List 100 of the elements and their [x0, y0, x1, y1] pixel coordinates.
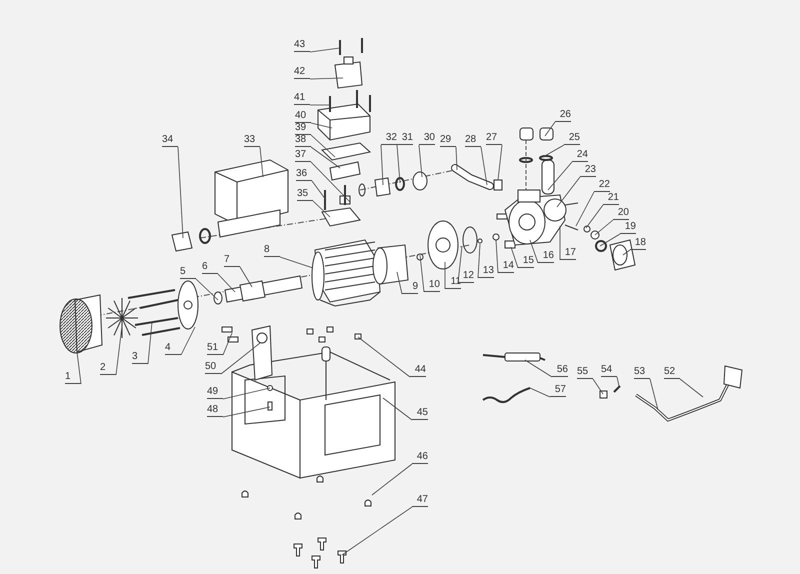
callout-number: 3	[132, 350, 148, 364]
callout-number: 34	[162, 133, 178, 147]
leader-line	[310, 78, 344, 80]
callout-number: 14	[498, 259, 514, 273]
leader-line	[444, 262, 446, 290]
callout-number: 10	[424, 278, 440, 292]
callout-number: 53	[634, 365, 650, 379]
callout-number: 8	[264, 243, 280, 257]
leader-line	[310, 122, 332, 128]
leader-line	[222, 332, 232, 356]
callout-number: 26	[555, 108, 571, 122]
callout-number: 6	[202, 260, 218, 274]
leader-line	[196, 278, 218, 300]
leader-line	[220, 342, 260, 374]
callout-number: 15	[518, 254, 534, 268]
leader-line	[530, 240, 538, 264]
callout-number: 43	[294, 38, 310, 52]
callout-number: 39	[295, 121, 311, 135]
callout-number: 49	[207, 385, 223, 399]
leader-line	[478, 244, 480, 278]
leader-line	[310, 162, 350, 202]
leader-line	[116, 326, 122, 376]
leader-line	[594, 220, 614, 236]
callout-number: 37	[295, 148, 311, 162]
callout-number: 36	[296, 167, 312, 181]
leader-line	[586, 204, 604, 228]
leader-line	[148, 322, 152, 364]
leader-line	[544, 122, 556, 136]
leader-line	[310, 104, 330, 106]
callout-number: 22	[594, 178, 610, 192]
leader-line	[524, 360, 552, 378]
callout-number: 33	[244, 133, 260, 147]
leader-line	[420, 254, 424, 292]
leader-line	[622, 250, 630, 256]
leader-line	[542, 144, 564, 158]
leader-line	[396, 144, 400, 184]
callout-number: 52	[664, 365, 680, 379]
leader-line	[480, 146, 488, 186]
callout-number: 30	[419, 131, 435, 145]
leader-line	[380, 144, 384, 186]
leader-line	[312, 180, 326, 200]
leader-line	[650, 378, 658, 410]
leader-line	[178, 146, 184, 238]
leader-line	[576, 192, 594, 226]
callout-number: 7	[224, 253, 240, 267]
leader-line	[310, 134, 336, 158]
callout-number: 9	[402, 280, 418, 294]
leader-line	[556, 176, 580, 208]
callout-number: 40	[295, 109, 311, 123]
callout-number: 27	[486, 131, 502, 145]
leader-line	[260, 146, 264, 178]
leader-line	[530, 388, 550, 398]
callout-number: 21	[603, 191, 619, 205]
callout-number: 12	[458, 269, 474, 283]
callout-number: 35	[297, 187, 313, 201]
callout-number: 17	[560, 246, 576, 260]
callout-number: 11	[445, 275, 461, 289]
callout-number: 54	[601, 363, 617, 377]
callout-number: 55	[577, 365, 593, 379]
callout-number: 47	[412, 493, 428, 507]
leader-line	[600, 234, 620, 246]
leader-line	[498, 144, 502, 180]
leader-line	[222, 388, 270, 400]
callout-number: 46	[412, 450, 428, 464]
callout-number: 48	[207, 403, 223, 417]
leader-line	[418, 144, 422, 178]
leader-line	[280, 256, 314, 268]
callout-number: 32	[381, 131, 397, 145]
leader-line	[548, 162, 572, 190]
callout-number: 4	[165, 341, 181, 355]
leader-line	[312, 200, 330, 218]
callout-number: 44	[410, 363, 426, 377]
callout-number: 51	[207, 341, 223, 355]
leader-line	[616, 376, 620, 386]
callout-number: 16	[538, 249, 554, 263]
leader-line	[510, 246, 518, 268]
leader-line	[456, 146, 458, 170]
callout-number: 57	[550, 383, 566, 397]
callout-number: 1	[65, 370, 81, 384]
callout-number: 45	[412, 406, 428, 420]
callout-number: 50	[205, 360, 221, 374]
callout-number: 19	[620, 220, 636, 234]
callout-number: 29	[440, 133, 456, 147]
callout-number: 56	[552, 363, 568, 377]
leader-line	[180, 326, 196, 356]
callout-number: 20	[613, 206, 629, 220]
callout-number: 28	[465, 133, 481, 147]
leader-line	[240, 266, 252, 288]
leader-line	[396, 272, 402, 294]
leader-line	[382, 398, 412, 420]
leader-line	[680, 378, 704, 398]
leader-line	[592, 378, 604, 394]
callout-number: 18	[630, 236, 646, 250]
callout-number: 23	[580, 163, 596, 177]
leader-line	[222, 406, 270, 418]
callout-number: 42	[294, 65, 310, 79]
leader-line	[310, 48, 340, 52]
callout-number: 24	[572, 148, 588, 162]
leader-line	[358, 336, 410, 378]
callout-number: 5	[180, 265, 196, 279]
